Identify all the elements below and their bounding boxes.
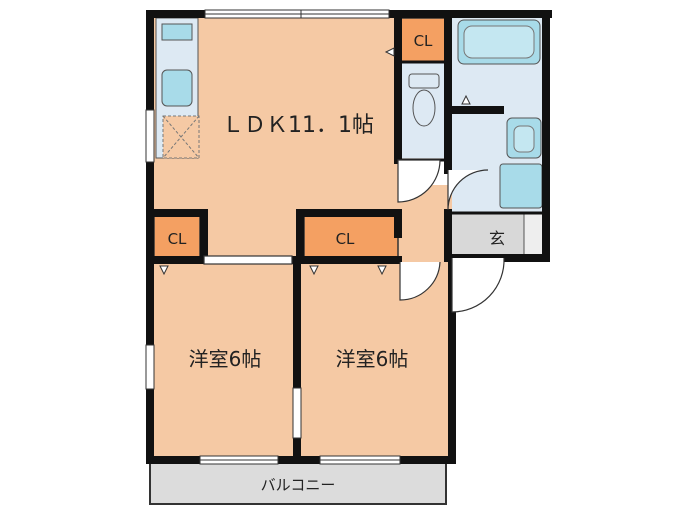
ldk-floor-lower — [204, 210, 300, 260]
ldk-label: ＬＤＫ11．1帖 — [222, 113, 374, 138]
balcony-floor — [149, 459, 447, 505]
toilet-bowl — [412, 89, 436, 127]
closet-left-label: CL — [168, 230, 187, 248]
balcony-label: バルコニー — [261, 476, 336, 494]
bedroom-left-label: 洋室6帖 — [189, 347, 262, 371]
bedroom-left-floor — [150, 260, 297, 460]
kitchen-top-cabinet — [161, 23, 193, 41]
bedroom-right-floor — [297, 258, 452, 460]
windows — [145, 9, 401, 465]
closet-mid-label: CL — [336, 230, 355, 248]
bedroom-right-label: 洋室6帖 — [336, 347, 409, 371]
doors — [203, 159, 505, 313]
kitchen-sink — [161, 69, 193, 107]
toilet-tank — [408, 73, 440, 89]
closet-top-label: CL — [414, 32, 433, 50]
entrance-label: 玄 — [489, 229, 505, 248]
washer-space — [499, 163, 543, 209]
